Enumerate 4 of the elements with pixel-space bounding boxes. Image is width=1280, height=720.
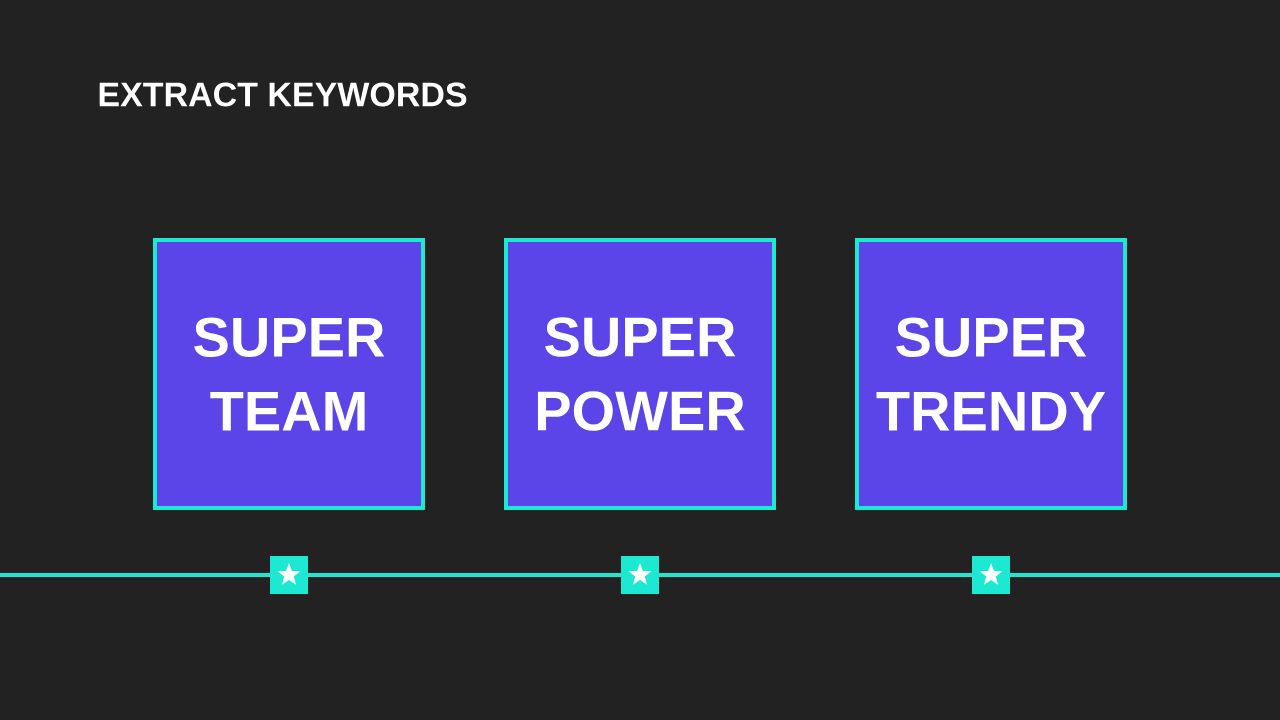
keyword-box: SUPER TRENDY: [855, 238, 1127, 510]
keyword-box: SUPER TEAM: [153, 238, 425, 510]
keyword-box: SUPER POWER: [504, 238, 776, 510]
slide-title: EXTRACT KEYWORDS: [99, 82, 467, 107]
